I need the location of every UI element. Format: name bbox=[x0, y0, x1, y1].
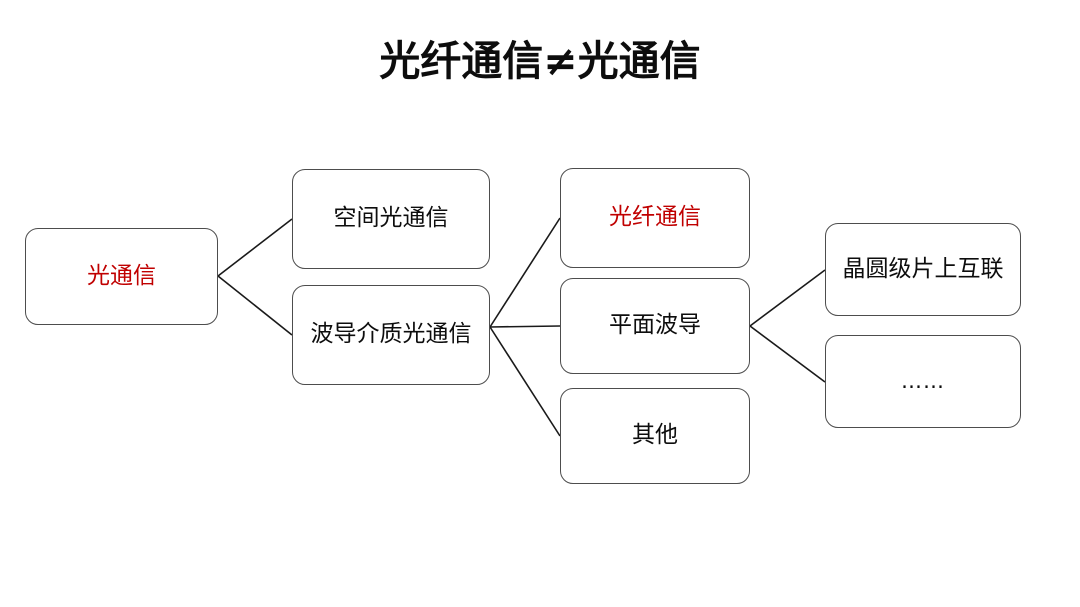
edge-n5-n8 bbox=[749, 325, 826, 383]
node-label: 空间光通信 bbox=[333, 205, 449, 232]
node-label: 波导介质光通信 bbox=[310, 321, 472, 348]
node-label: 光通信 bbox=[87, 262, 156, 289]
node-n8[interactable]: …… bbox=[825, 335, 1021, 428]
node-n7[interactable]: 晶圆级片上互联 bbox=[825, 223, 1021, 316]
page-title: 光纤通信≠光通信 bbox=[379, 37, 701, 85]
node-n1[interactable]: 光通信 bbox=[25, 228, 218, 325]
node-label: 平面波导 bbox=[609, 312, 701, 339]
node-n4[interactable]: 光纤通信 bbox=[560, 168, 750, 268]
edge-n1-n3 bbox=[217, 275, 293, 336]
node-n5[interactable]: 平面波导 bbox=[560, 278, 750, 374]
edge-n3-n6 bbox=[489, 326, 561, 437]
node-label: 光纤通信 bbox=[609, 204, 701, 231]
edge-n3-n5 bbox=[489, 325, 561, 328]
node-label: …… bbox=[901, 368, 945, 393]
node-label: 其他 bbox=[632, 422, 678, 449]
edge-n1-n2 bbox=[217, 218, 293, 277]
node-n6[interactable]: 其他 bbox=[560, 388, 750, 484]
node-n3[interactable]: 波导介质光通信 bbox=[292, 285, 490, 385]
node-n2[interactable]: 空间光通信 bbox=[292, 169, 490, 269]
node-label: 晶圆级片上互联 bbox=[842, 255, 1004, 282]
edge-n3-n4 bbox=[489, 217, 561, 328]
edge-n5-n7 bbox=[749, 269, 826, 327]
